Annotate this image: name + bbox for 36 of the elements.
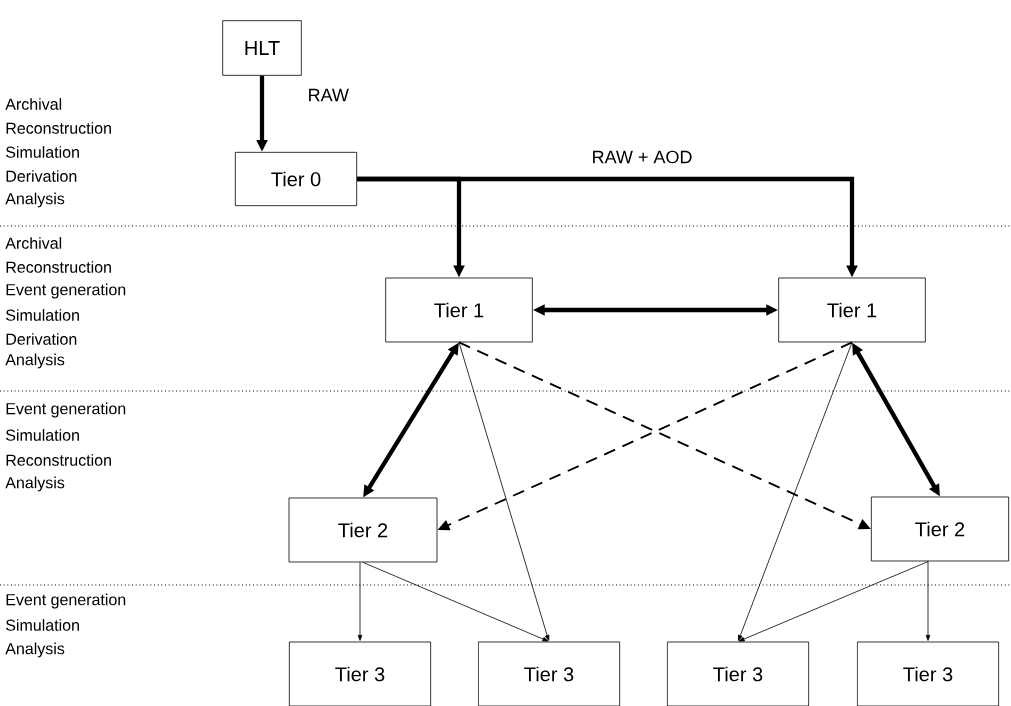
task-label: Analysis bbox=[5, 476, 65, 492]
tier-box: Tier 3 bbox=[856, 641, 1000, 706]
tier-box: Tier 1 bbox=[385, 277, 533, 343]
tier-box: HLT bbox=[222, 20, 302, 76]
arrow bbox=[458, 342, 550, 641]
task-label: Simulation bbox=[6, 619, 79, 631]
task-label: Event generation bbox=[6, 283, 126, 299]
task-label: Event generation bbox=[6, 402, 126, 418]
arrow bbox=[362, 562, 549, 642]
edge-label: RAW + AOD bbox=[590, 149, 694, 165]
task-label: Archival bbox=[5, 98, 62, 110]
task-label: Event generation bbox=[6, 593, 126, 609]
tier-box: Tier 3 bbox=[477, 641, 621, 706]
arrow bbox=[738, 342, 853, 641]
task-label: Analysis bbox=[5, 642, 65, 658]
task-label: Analysis bbox=[5, 353, 65, 369]
tier-box: Tier 1 bbox=[778, 277, 926, 343]
task-label: Reconstruction bbox=[6, 122, 111, 134]
arrow bbox=[925, 561, 931, 641]
task-label: Derivation bbox=[6, 170, 77, 182]
task-label: Archival bbox=[5, 237, 62, 249]
task-label: Derivation bbox=[6, 333, 77, 345]
task-label: Simulation bbox=[6, 146, 79, 158]
task-label: Reconstruction bbox=[6, 454, 111, 466]
edge-label: RAW bbox=[306, 87, 351, 103]
tier-box: Tier 3 bbox=[288, 641, 432, 706]
task-label: Reconstruction bbox=[6, 261, 111, 273]
tier-box: Tier 2 bbox=[288, 497, 438, 563]
task-label: Analysis bbox=[5, 192, 65, 208]
arrow bbox=[738, 561, 929, 642]
tier-box: Tier 0 bbox=[234, 151, 358, 207]
tier-box: Tier 2 bbox=[870, 496, 1010, 562]
task-label: Simulation bbox=[6, 309, 79, 321]
tier-box: Tier 3 bbox=[666, 641, 810, 706]
arrow bbox=[357, 562, 363, 641]
task-label: Simulation bbox=[6, 429, 79, 441]
